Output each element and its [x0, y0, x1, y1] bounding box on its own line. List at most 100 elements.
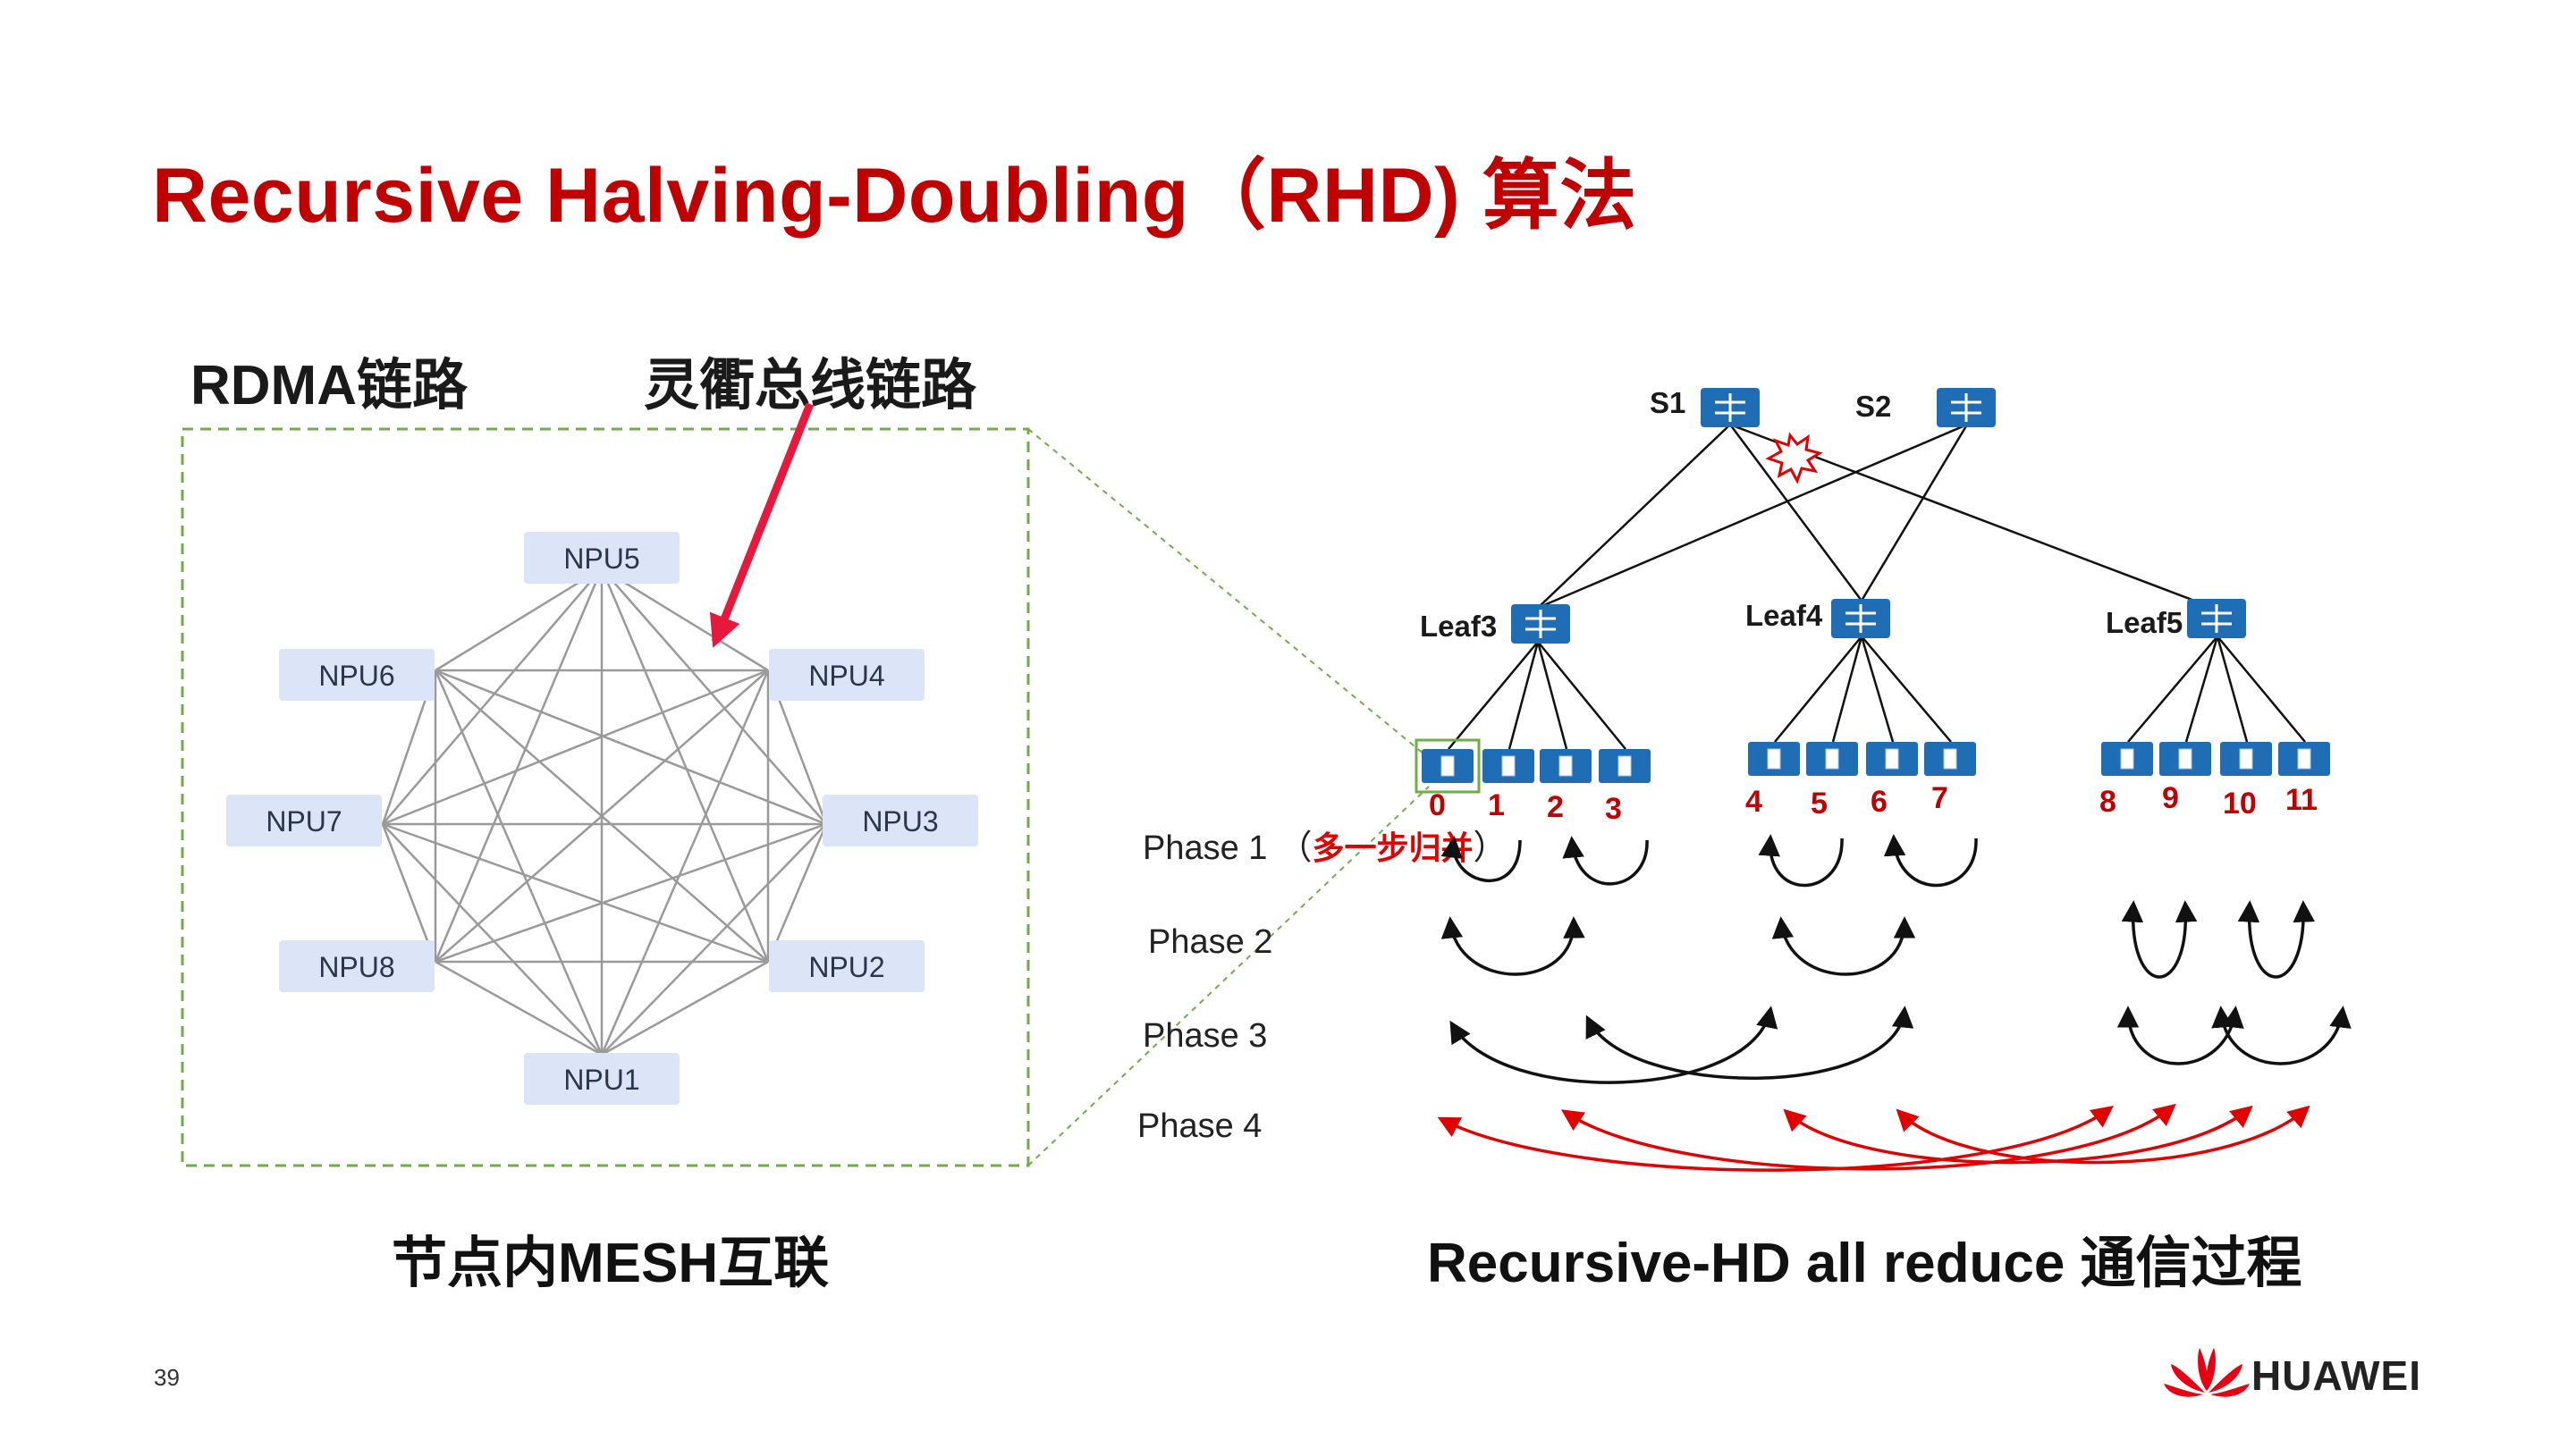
svg-text:NPU4: NPU4 — [808, 660, 884, 692]
mesh-links — [381, 567, 828, 1057]
page-number: 39 — [154, 1364, 180, 1391]
server-icon — [1501, 755, 1516, 777]
caption-rhd: Recursive-HD all reduce 通信过程 — [1427, 1233, 2302, 1294]
svg-text:NPU7: NPU7 — [266, 805, 342, 838]
switch-s1: S1 — [1650, 386, 1760, 427]
npu3: NPU3 — [823, 795, 978, 846]
server-node-10 — [2220, 742, 2272, 776]
switch-icon — [2201, 604, 2232, 633]
server-icon — [2178, 748, 2192, 770]
phase-1-label: Phase 1（多一步归并） — [1143, 829, 1508, 867]
mesh-link — [766, 823, 828, 963]
svg-text:NPU5: NPU5 — [563, 543, 639, 575]
fault-star-icon — [1765, 432, 1823, 484]
switch-icon — [1845, 604, 1876, 633]
lingqu-pointer-arrow — [709, 402, 815, 648]
phase-1-arrows — [1440, 834, 1978, 888]
node-number-4: 4 — [1745, 785, 1762, 819]
npu8: NPU8 — [279, 940, 435, 992]
node-number-2: 2 — [1547, 790, 1564, 824]
npu2: NPU2 — [769, 940, 925, 992]
mesh-link — [600, 669, 770, 1056]
mesh-link — [382, 823, 603, 1056]
server-icon — [2297, 748, 2311, 770]
node-number-0: 0 — [1429, 788, 1446, 822]
server-icon — [1617, 755, 1632, 777]
server-node-11 — [2278, 742, 2330, 776]
server-icon — [2239, 748, 2253, 770]
server-node-0 — [1422, 749, 1474, 783]
node-number-5: 5 — [1811, 787, 1828, 821]
npu6: NPU6 — [279, 649, 435, 701]
mesh-link — [382, 822, 769, 964]
server-icon — [1767, 748, 1781, 770]
server-node-8 — [2101, 742, 2153, 776]
svg-text:S1: S1 — [1650, 386, 1685, 419]
node-0-highlight — [1415, 738, 1481, 794]
server-icon — [1825, 748, 1839, 770]
mesh-link — [435, 960, 603, 1057]
mesh-link — [601, 960, 769, 1057]
zoom-guide-line — [1027, 428, 1430, 759]
phase-4-label: Phase 4 — [1137, 1107, 1262, 1145]
switch-icon — [1525, 610, 1556, 638]
node-number-11: 11 — [2285, 783, 2318, 817]
switch-icon — [1715, 393, 1745, 422]
mesh-frame — [181, 427, 1030, 1167]
brand-name: HUAWEI — [2251, 1352, 2421, 1399]
mesh-link — [382, 568, 603, 825]
node-number-6: 6 — [1871, 785, 1888, 819]
mesh-link — [601, 567, 769, 672]
mesh-link — [600, 568, 770, 963]
svg-text:NPU2: NPU2 — [808, 951, 884, 983]
mesh-link — [382, 669, 769, 826]
huawei-logo-icon — [2164, 1348, 2250, 1397]
svg-text:S2: S2 — [1855, 390, 1891, 423]
svg-text:NPU6: NPU6 — [318, 660, 394, 692]
switch-leaf4: Leaf4 — [1745, 599, 1890, 638]
server-node-7 — [1924, 742, 1976, 776]
node-number-1: 1 — [1488, 788, 1505, 822]
mesh-link — [435, 822, 827, 964]
svg-text:NPU1: NPU1 — [563, 1064, 639, 1096]
npu7: NPU7 — [226, 795, 382, 846]
rdma-link-label: RDMA链路 — [190, 355, 468, 417]
phase-2-label: Phase 2 — [1148, 923, 1272, 961]
mesh-link — [434, 568, 604, 963]
phase-4-arrows — [1437, 1103, 2310, 1172]
server-node-5 — [1806, 742, 1858, 776]
mesh-link — [435, 669, 827, 826]
phase-2-arrows — [1440, 900, 2315, 979]
npu4: NPU4 — [769, 649, 925, 701]
switch-leaf3: Leaf3 — [1420, 604, 1570, 644]
svg-text:Leaf4: Leaf4 — [1745, 599, 1823, 632]
switch-leaf5: Leaf5 — [2106, 599, 2246, 639]
switch-icon — [1951, 393, 1981, 422]
slide-title: Recursive Halving-Doubling（RHD) 算法 — [152, 153, 1637, 239]
node-number-10: 10 — [2223, 787, 2257, 821]
svg-text:Leaf5: Leaf5 — [2106, 606, 2183, 639]
server-node-6 — [1866, 742, 1918, 776]
npu1: NPU1 — [524, 1053, 680, 1105]
server-node-2 — [1540, 749, 1592, 783]
node-number-9: 9 — [2162, 781, 2179, 815]
npu5: NPU5 — [524, 532, 680, 584]
server-icon — [1885, 748, 1899, 770]
svg-text:Leaf3: Leaf3 — [1420, 610, 1497, 643]
topology-links — [1448, 423, 2306, 750]
server-icon — [2120, 748, 2134, 770]
server-node-9 — [2159, 742, 2211, 776]
server-nodes — [1422, 742, 2330, 783]
phase-3-label: Phase 3 — [1143, 1017, 1267, 1055]
server-icon — [1558, 755, 1573, 777]
server-node-4 — [1748, 742, 1800, 776]
mesh-link — [381, 823, 437, 963]
mesh-link — [435, 669, 769, 963]
server-node-3 — [1599, 749, 1651, 783]
svg-text:NPU8: NPU8 — [318, 951, 394, 983]
server-node-1 — [1482, 749, 1534, 783]
phase-3-arrows — [1449, 1006, 2352, 1084]
